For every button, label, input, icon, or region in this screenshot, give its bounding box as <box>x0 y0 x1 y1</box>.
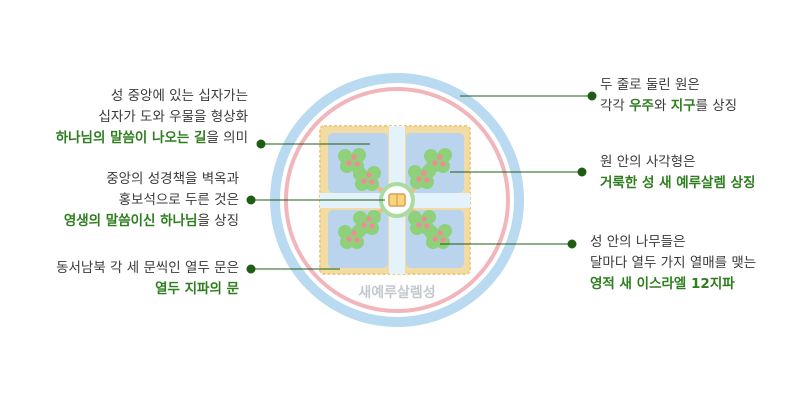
fruit <box>416 176 422 182</box>
fruit <box>416 222 422 228</box>
fruit <box>421 170 427 176</box>
trees-line-1: 성 안의 나무들은 <box>590 234 686 250</box>
tree-leaf <box>426 235 440 249</box>
cross-line-2: 십자가 도와 우물을 형상화 <box>98 109 249 125</box>
center-highlight: 영생의 말씀이신 하나님 <box>63 213 198 229</box>
tree-icon <box>408 210 436 235</box>
rings-line-1: 두 줄로 둘린 원은 <box>600 77 700 93</box>
fruit <box>369 223 375 229</box>
tree-icon <box>353 166 381 191</box>
annotation-rings: 두 줄로 둘린 원은 각각 우주와 지구를 상징 <box>600 75 737 117</box>
annotation-trees: 성 안의 나무들은 달마다 열두 가지 열매를 맺는 영적 새 이스라엘 12지… <box>590 232 756 295</box>
cross-tail: 을 의미 <box>206 130 248 146</box>
fruit <box>366 216 372 222</box>
fruit <box>361 222 367 228</box>
tree-leaf <box>355 221 369 235</box>
fruit <box>354 161 360 167</box>
fruit <box>346 236 352 242</box>
leader-squares-dot <box>577 167 587 177</box>
fruit <box>437 154 443 160</box>
squares-highlight: 거룩한 성 새 예루살렘 상징 <box>600 175 756 191</box>
leader-trees-dot <box>567 239 577 249</box>
trees-highlight: 영적 새 이스라엘 12지파 <box>590 276 735 292</box>
leader-cross-dot <box>256 139 266 149</box>
gates-highlight: 열두 지파의 문 <box>155 281 239 297</box>
squares-line-2: 거룩한 성 새 예루살렘 상징 <box>600 173 755 194</box>
fruit <box>432 160 438 166</box>
fruit <box>421 216 427 222</box>
fruit <box>346 160 352 166</box>
leader-rings-dot <box>587 91 597 101</box>
fruit <box>424 177 430 183</box>
fruit <box>354 237 360 243</box>
gates-line-2: 열두 지파의 문 <box>56 279 239 300</box>
fruit <box>440 161 446 167</box>
rings-highlight-earth: 지구 <box>670 98 696 114</box>
tree-leaf <box>355 177 369 191</box>
tree-icon <box>353 210 381 235</box>
annotation-cross: 성 중앙에 있는 십자가는 십자가 도와 우물을 형상화 하나님의 말씀이 나오… <box>56 86 248 149</box>
cross-line-3: 하나님의 말씀이 나오는 길을 의미 <box>56 128 248 149</box>
center-tail: 을 상징 <box>197 213 239 229</box>
fruit <box>440 237 446 243</box>
annotation-gates: 동서남북 각 세 문씩인 열두 문은 열두 지파의 문 <box>56 258 239 300</box>
rings-tail: 를 상징 <box>695 98 738 114</box>
leader-lines <box>246 91 597 274</box>
tree-leaf <box>340 235 354 249</box>
cross-line-1: 성 중앙에 있는 십자가는 <box>110 88 248 104</box>
fruit <box>361 178 367 184</box>
tree-icon <box>338 148 366 173</box>
trees-line-2: 달마다 열두 가지 열매를 맺는 <box>590 255 757 271</box>
tree-leaf <box>410 221 424 235</box>
fruit <box>351 230 357 236</box>
fruit <box>437 230 443 236</box>
leader-center-dot <box>246 195 256 205</box>
fruit <box>366 172 372 178</box>
center-line-3: 영생의 말씀이신 하나님을 상징 <box>64 211 239 232</box>
fruit <box>351 154 357 160</box>
squares-line-1: 원 안의 사각형은 <box>600 154 696 170</box>
tree-leaf <box>340 159 354 173</box>
fruit <box>369 179 375 185</box>
seal-caption: 새예루살렘성 <box>358 284 435 301</box>
center-line-1: 중앙의 성경책을 벽옥과 <box>106 171 239 187</box>
cross-highlight: 하나님의 말씀이 나오는 길 <box>55 130 207 146</box>
trees <box>338 148 452 249</box>
rings-line-2: 각각 우주와 지구를 상징 <box>600 96 737 117</box>
rings-mid: 와 <box>653 98 671 114</box>
gates-line-1: 동서남북 각 세 문씩인 열두 문은 <box>56 260 239 276</box>
rings-head: 각각 <box>600 98 630 114</box>
leader-gates-dot <box>246 264 256 274</box>
tree-icon <box>424 148 452 173</box>
trees-line-3: 영적 새 이스라엘 12지파 <box>590 274 756 295</box>
tree-leaf <box>410 175 424 189</box>
annotation-center: 중앙의 성경책을 벽옥과 홍보석으로 두른 것은 영생의 말씀이신 하나님을 상… <box>64 169 239 232</box>
rings-highlight-universe: 우주 <box>629 98 654 114</box>
center-line-2: 홍보석으로 두른 것은 <box>118 192 239 208</box>
fruit <box>432 236 438 242</box>
tree-icon <box>408 164 436 189</box>
annotation-squares: 원 안의 사각형은 거룩한 성 새 예루살렘 상징 <box>600 152 755 194</box>
fruit <box>424 223 430 229</box>
